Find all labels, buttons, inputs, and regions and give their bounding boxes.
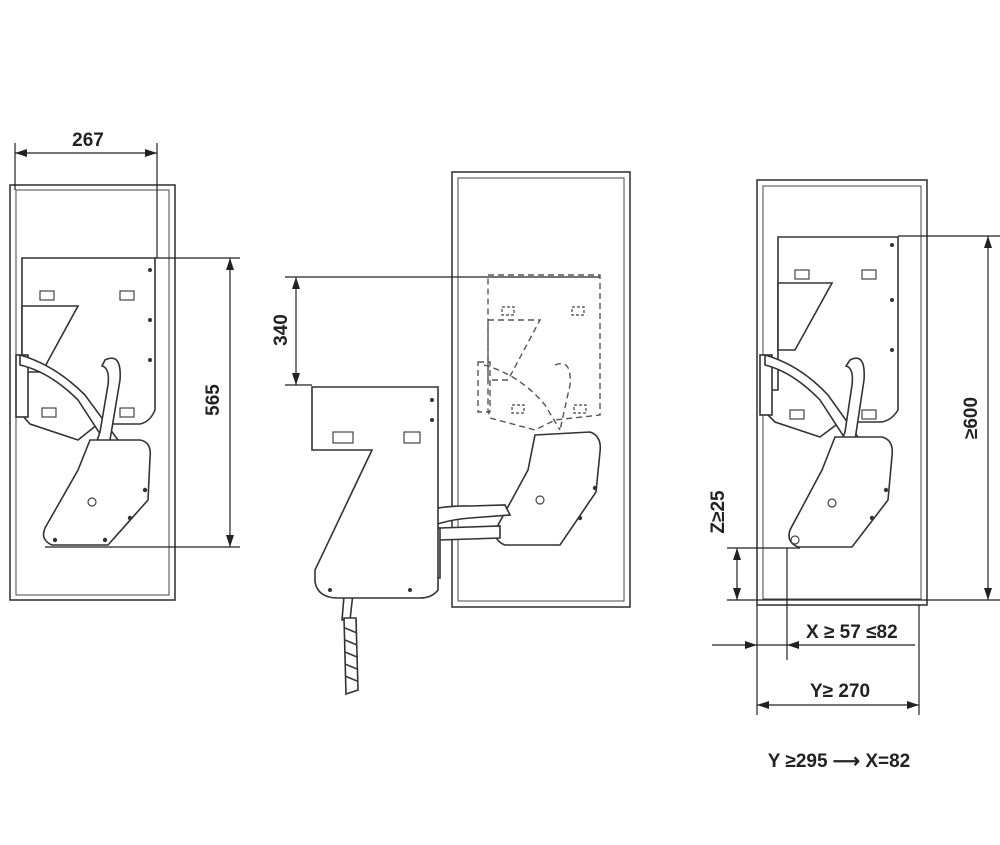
depth-rule-note: Y ≥295 ⟶ X=82 xyxy=(768,751,910,772)
arrowhead xyxy=(226,535,234,547)
height-label: 565 xyxy=(203,384,224,416)
raised-bracket xyxy=(311,386,439,599)
x-offset-label: X ≥ 57 ≤82 xyxy=(806,622,898,643)
lift-plate xyxy=(494,431,602,546)
lift-plate xyxy=(42,439,152,546)
bracket-slot xyxy=(789,409,805,420)
arrowhead xyxy=(292,373,300,385)
min-height-label: ≥600 xyxy=(961,397,982,439)
ghost-lever-arm xyxy=(483,364,561,431)
ghost-lever-arm xyxy=(554,362,571,431)
lift-plate xyxy=(788,436,894,548)
bracket-slot xyxy=(794,269,810,280)
ghost-spring-housing xyxy=(477,361,491,413)
bracket-slot xyxy=(403,431,421,444)
pivot-hole xyxy=(87,497,97,507)
bracket-slot xyxy=(332,431,354,444)
bracket-slot xyxy=(861,269,877,280)
arrowhead xyxy=(226,258,234,270)
panel-installation: ≥600 Z≥25 X ≥ 57 ≤82 Y≥ 270 Y ≥295 ⟶ X=8… xyxy=(708,179,1000,772)
plate-rivet xyxy=(577,515,583,521)
y-depth-label: Y≥ 270 xyxy=(810,681,870,702)
bracket-rivet xyxy=(148,318,152,322)
width-label: 267 xyxy=(72,130,104,151)
bracket-rivet xyxy=(148,358,152,362)
z-offset-label: Z≥25 xyxy=(708,490,729,534)
arrowhead xyxy=(907,701,919,709)
arrowhead xyxy=(733,588,741,600)
bracket-slot xyxy=(861,409,877,420)
cabinet-outline xyxy=(756,179,928,606)
arrowhead xyxy=(292,277,300,289)
plate-rivet xyxy=(142,487,148,493)
ghost-bracket-cutout xyxy=(487,319,542,381)
spring-coils xyxy=(344,627,358,682)
spring-damper xyxy=(343,617,359,696)
arrowhead xyxy=(787,641,799,649)
bracket-slot xyxy=(41,407,57,418)
arrowhead xyxy=(984,236,992,248)
cabinet-outline xyxy=(9,184,176,601)
bracket-rivet xyxy=(890,348,894,352)
bracket-rivet xyxy=(408,588,412,592)
cabinet-inner-outline xyxy=(457,177,625,602)
bracket-slot xyxy=(119,290,135,301)
arrowhead xyxy=(745,641,757,649)
arrowhead xyxy=(15,149,27,157)
upper-bracket-cutout xyxy=(777,282,834,351)
bracket-slot xyxy=(119,407,135,418)
arrowhead xyxy=(145,149,157,157)
plate-rivet xyxy=(52,537,58,543)
ghost-slot xyxy=(573,404,587,414)
plate-rivet xyxy=(869,515,875,521)
bracket-rivet xyxy=(148,268,152,272)
bracket-slot xyxy=(39,290,55,301)
panel-lifting: 340 xyxy=(271,171,631,696)
ghost-slot xyxy=(501,306,515,316)
bracket-rivet xyxy=(328,588,332,592)
pivot-hole xyxy=(827,498,837,508)
panel-closed: 267 565 xyxy=(9,130,240,601)
lift-height-label: 340 xyxy=(271,314,292,346)
plate-rivet xyxy=(127,515,133,521)
ghost-slot xyxy=(571,306,585,316)
plate-rivet xyxy=(883,487,889,493)
bracket-rivet xyxy=(890,298,894,302)
upper-bracket xyxy=(21,257,156,441)
bracket-rivet xyxy=(430,418,434,422)
plate-rivet xyxy=(592,485,598,491)
arrowhead xyxy=(733,548,741,560)
cabinet-outline xyxy=(451,171,631,608)
ghost-slot xyxy=(511,404,525,414)
pivot-hole xyxy=(790,535,800,545)
bracket-rivet xyxy=(430,398,434,402)
arrowhead xyxy=(757,701,769,709)
plate-rivet xyxy=(102,537,108,543)
bracket-rivet xyxy=(890,243,894,247)
pivot-hole xyxy=(535,495,545,505)
arrowhead xyxy=(984,588,992,600)
